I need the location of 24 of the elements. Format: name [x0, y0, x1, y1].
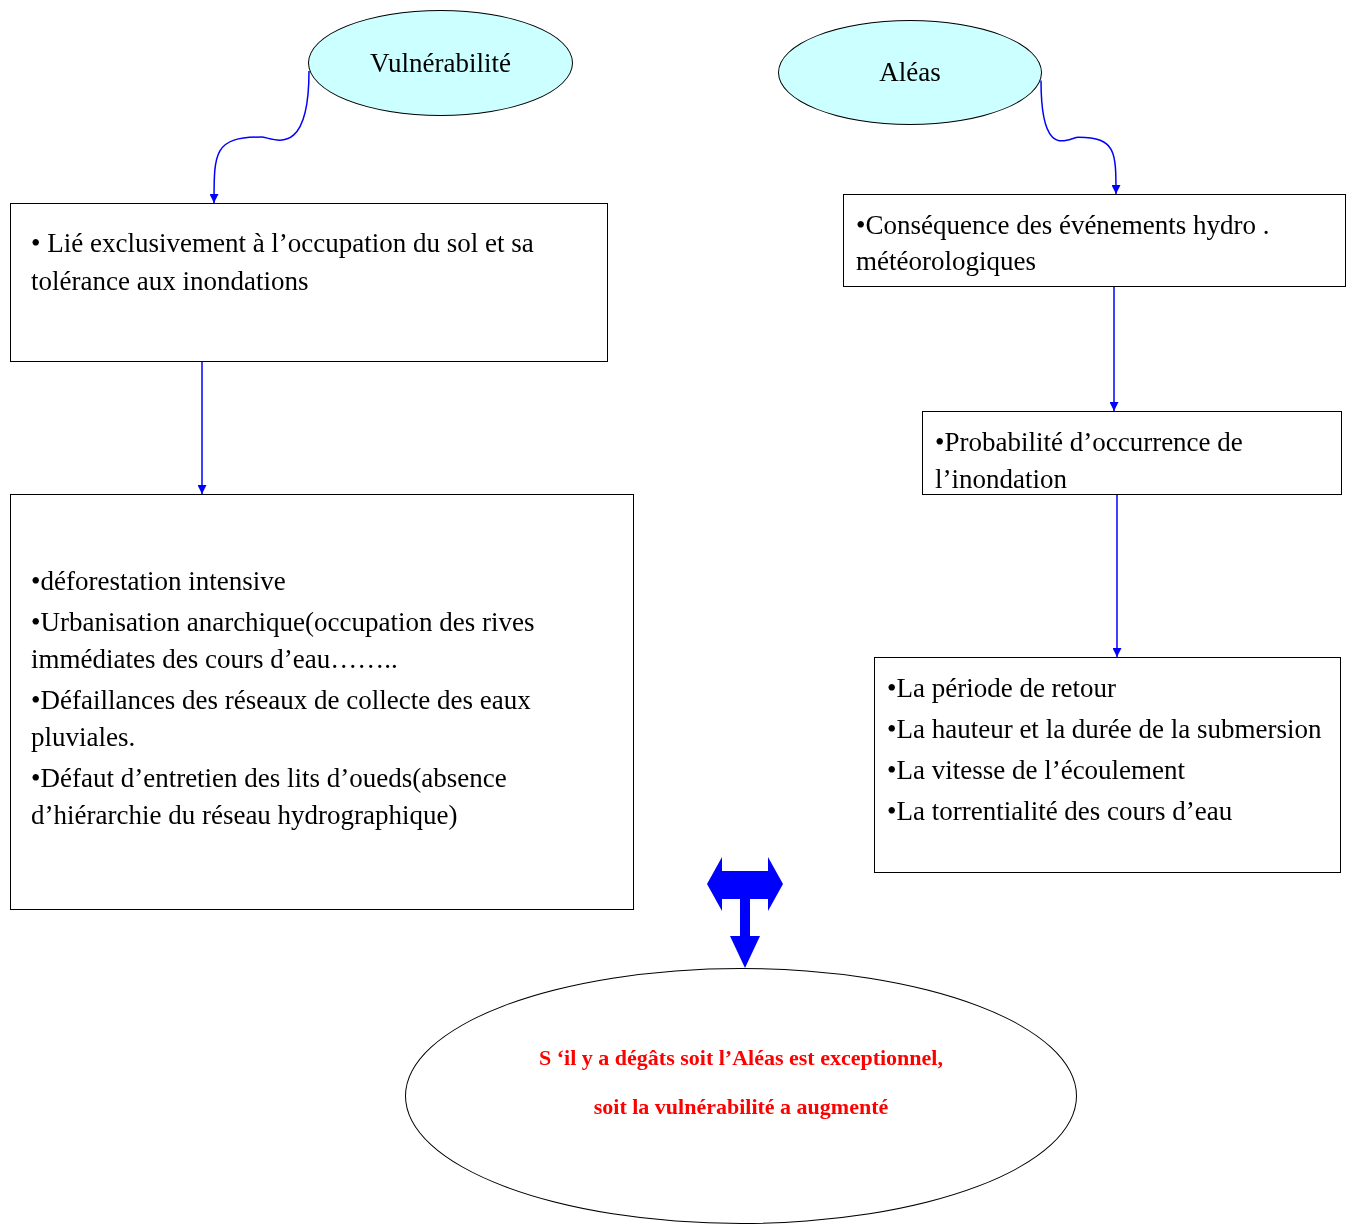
- node-text: •La période de retour: [887, 672, 1118, 705]
- node-text: •La torrentialité des cours d’eau: [887, 795, 1234, 828]
- node-text: Vulnérabilité: [370, 46, 511, 80]
- arrow: [197, 361, 207, 495]
- node-text: •Défaillances des réseaux de collecte des eaux pluviales.: [31, 684, 532, 754]
- node-text: •La hauteur et la durée de la submersion: [887, 713, 1323, 746]
- arrow: [1112, 494, 1122, 658]
- text-box: [10, 494, 634, 910]
- node-text: soit la vulnérabilité a augmenté: [593, 1093, 889, 1121]
- node-text: • Lié exclusivement à l’occupation du sol et sa tolérance aux inondations: [31, 227, 535, 298]
- node-text: Aléas: [879, 56, 941, 90]
- node-text: •déforestation intensive: [31, 565, 287, 598]
- node-text: •Urbanisation anarchique(occupation des rives immédiates des cours d’eau……..: [31, 606, 536, 676]
- text-box: [843, 194, 1346, 287]
- node-text: •La vitesse de l’écoulement: [887, 754, 1187, 787]
- arrow: [1109, 286, 1119, 412]
- node-text: •Défaut d’entretien des lits d’oueds(absence d’hiérarchie du réseau hydrographique): [31, 762, 508, 832]
- text-box: [10, 203, 608, 362]
- block-arrow: [707, 857, 783, 968]
- text-box: [922, 411, 1342, 495]
- node-text: •Conséquence des événements hydro . météorologiques: [856, 209, 1271, 278]
- node-text: S ‘il y a dégâts soit l’Aléas est exceptionnel,: [539, 1044, 943, 1072]
- text-box: [874, 657, 1341, 873]
- node-text: •Probabilité d’occurrence de l’inondation: [935, 426, 1244, 496]
